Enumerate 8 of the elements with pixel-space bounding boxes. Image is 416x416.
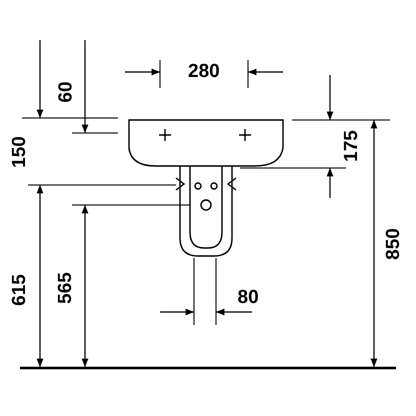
dimension-value: 850 [384,228,404,260]
dimension-value: 60 [56,81,76,103]
dimension-value: 80 [238,288,259,308]
dimension-value: 150 [10,136,30,168]
dimension-value: 615 [10,274,30,306]
dimension-value: 565 [56,272,76,304]
dimension-value: 175 [342,130,362,162]
dimension-value: 280 [188,62,220,82]
